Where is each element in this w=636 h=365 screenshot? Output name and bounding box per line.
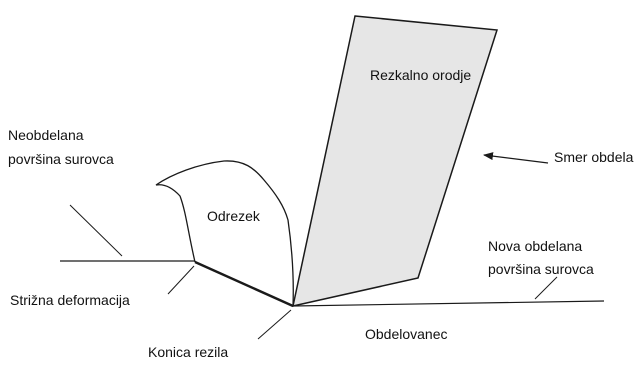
shear-zone-label: Strižna deformacija bbox=[10, 292, 130, 308]
new-surface-label-line2: površina surovca bbox=[488, 261, 594, 277]
feed-direction-label: Smer obdela bbox=[554, 149, 634, 165]
cutting-tool-shape bbox=[292, 15, 498, 307]
chip-label: Odrezek bbox=[207, 208, 261, 224]
chip-shape bbox=[155, 160, 294, 307]
shear-plane-line bbox=[194, 260, 294, 308]
tool-tip-leader bbox=[257, 309, 292, 340]
uncut-surface-label-line2: površina surovca bbox=[8, 151, 114, 167]
feed-direction-arrow bbox=[483, 152, 549, 164]
workpiece-label: Obdelovanec bbox=[365, 326, 448, 342]
new-surface-line bbox=[292, 300, 605, 307]
new-surface-label-line1: Nova obdelana bbox=[488, 238, 582, 254]
new-surface-leader bbox=[534, 276, 558, 300]
uncut-surface-label-line1: Neobdelana bbox=[8, 127, 84, 143]
shear-zone-leader bbox=[167, 265, 195, 295]
tool-label: Rezkalno orodje bbox=[370, 67, 471, 83]
uncut-surface-leader bbox=[69, 204, 123, 257]
tool-tip-label: Konica rezila bbox=[148, 344, 228, 360]
